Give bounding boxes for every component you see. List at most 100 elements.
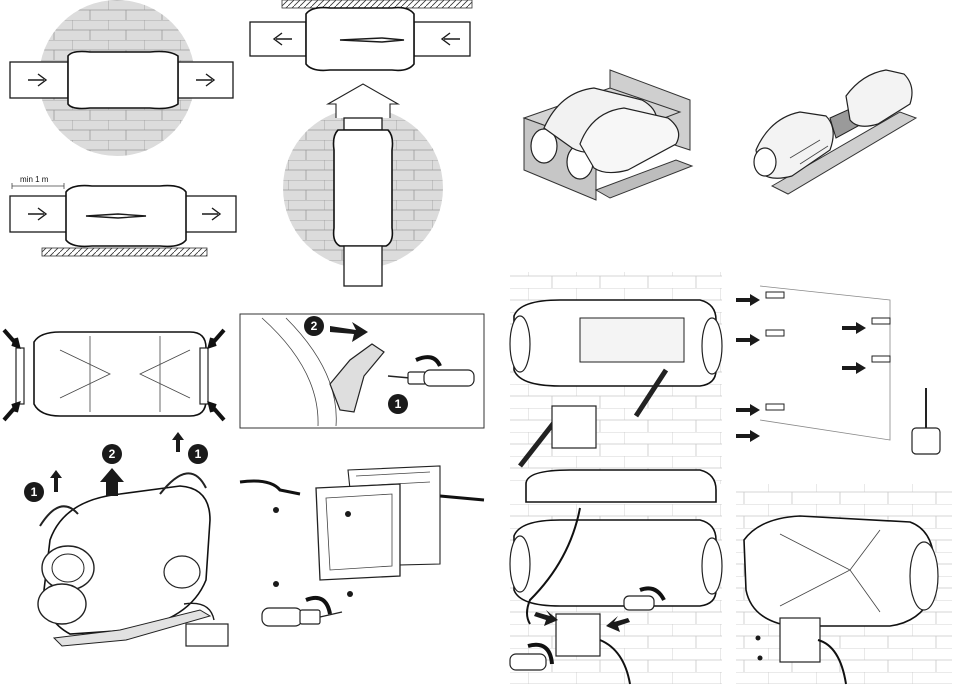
airflow-arrow-icon (28, 73, 48, 87)
clamp-ring[interactable] (199, 347, 209, 405)
duct-opening (509, 535, 531, 593)
anchor-arrow-icon (736, 334, 760, 346)
screwdriver-icon (261, 595, 343, 627)
duct-opening (37, 583, 87, 625)
anchor-arrow-icon (842, 322, 866, 334)
screw-icon (273, 507, 279, 513)
fan-body-rear (845, 69, 913, 127)
panel-clamp-removal (2, 328, 226, 422)
ring-edge (261, 317, 337, 427)
step-label: 2 (109, 447, 116, 461)
press-arrow-icon (2, 328, 21, 350)
junction-box (551, 405, 597, 449)
clamp-ring[interactable] (15, 347, 25, 405)
fan-body (67, 50, 179, 110)
duct-opening (163, 555, 201, 589)
duct-opening (753, 147, 777, 177)
min-distance-label: min 1 m (20, 175, 49, 184)
fan-body (743, 515, 935, 627)
panel-wall-plate-mount (522, 69, 694, 201)
screw-icon (347, 591, 353, 597)
wall-anchor (871, 355, 891, 363)
pull-arrow-icon (330, 322, 368, 342)
ceiling (281, 0, 473, 9)
lift-arrow-icon (172, 432, 184, 452)
wall-surface (759, 285, 891, 441)
airflow-arrow-icon (196, 73, 216, 87)
screw-icon (755, 635, 761, 641)
wall-anchor (765, 329, 785, 337)
mounting-bracket (52, 609, 212, 647)
press-arrow-icon (2, 400, 21, 422)
release-clip[interactable] (329, 343, 385, 413)
fan-unit-lower (579, 107, 680, 174)
panel-floor-mount: min 1 m (9, 175, 237, 257)
distance-dimension-line (11, 183, 65, 189)
label-plate (85, 213, 147, 219)
base-rail (594, 159, 694, 199)
fan-body-top (525, 469, 717, 503)
outlet-duct (177, 61, 234, 99)
lift-arrow-icon (100, 468, 124, 496)
airflow-arrow-icon (202, 207, 222, 221)
panel-wiring-connection (509, 504, 723, 685)
screwdriver-icon (623, 586, 666, 611)
power-cable (239, 479, 485, 502)
screw-icon (757, 655, 763, 661)
label-plate (789, 139, 829, 165)
duct-opening (701, 537, 723, 595)
lift-arrow-icon (50, 470, 62, 492)
panel-vertical-mount (283, 83, 443, 287)
clamp-ring[interactable] (39, 472, 207, 527)
step-label: 1 (31, 485, 38, 499)
screw-icon (273, 581, 279, 587)
lid-inner-edge (325, 493, 393, 571)
cable-arrow-icon (606, 616, 630, 632)
press-arrow-icon (207, 328, 226, 350)
fan-body-facets (59, 336, 191, 412)
fan-mounting-frame (513, 519, 717, 607)
step-marker-2 (102, 444, 122, 464)
panel-ceiling-mount (249, 0, 473, 72)
cable-arrow-icon (534, 610, 558, 626)
press-arrow-icon (207, 400, 226, 422)
screwdriver-icon (509, 642, 554, 671)
floor (41, 247, 208, 257)
bracket-plate (579, 317, 685, 363)
panel-inline-mount (753, 69, 918, 195)
power-cable (817, 639, 847, 685)
anchor-arrow-icon (736, 430, 760, 442)
panel-remove-fan: 1 2 1 (24, 432, 229, 647)
inlet-duct (343, 245, 383, 287)
base-rail (770, 111, 918, 195)
wall-anchor (765, 403, 785, 411)
airflow-arrow-up-icon (325, 83, 401, 118)
step-marker-1 (388, 394, 408, 414)
power-cable (183, 602, 215, 621)
label-plate (339, 37, 405, 43)
junction-box-lid[interactable] (315, 483, 401, 581)
step-label: 2 (311, 319, 318, 333)
fan-body (33, 331, 207, 417)
junction-box (779, 617, 821, 663)
airflow-arrow-left-icon (440, 32, 460, 46)
panel-horizontal-wall-mount (9, 0, 234, 156)
anchor-arrow-icon (842, 362, 866, 374)
step-marker-1 (188, 444, 208, 464)
wall-anchor (871, 317, 891, 325)
power-cable (526, 507, 581, 625)
duct-opening (701, 317, 723, 375)
wall-anchor (765, 291, 785, 299)
panel-wall-anchors (736, 285, 941, 455)
duct-opening-inner (51, 553, 85, 583)
fan-body (65, 184, 187, 248)
panel-final-assembly (736, 484, 952, 685)
fan-body (332, 129, 394, 247)
step-marker-1 (24, 482, 44, 502)
threaded-rod (518, 368, 669, 468)
airflow-arrow-icon (28, 207, 48, 221)
duct-opening (530, 128, 558, 164)
panel-clip-detail: 2 1 (239, 313, 485, 429)
fan-body (43, 485, 211, 635)
